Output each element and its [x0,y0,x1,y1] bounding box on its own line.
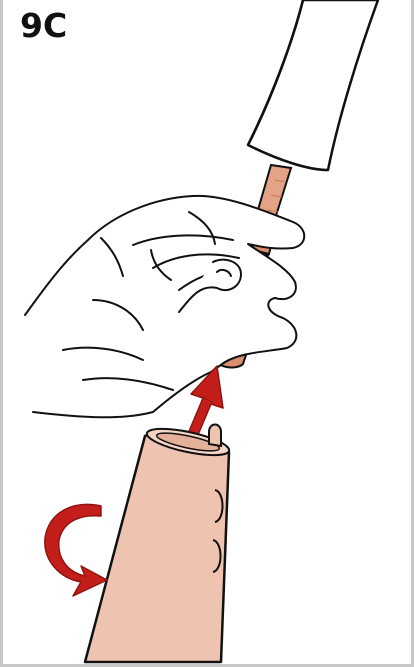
hand-icon [25,196,304,417]
nozzle-icon [85,423,231,662]
assembly-illustration [3,0,414,667]
rotate-arrow-icon [45,504,107,596]
torch-lead-icon [248,0,378,170]
